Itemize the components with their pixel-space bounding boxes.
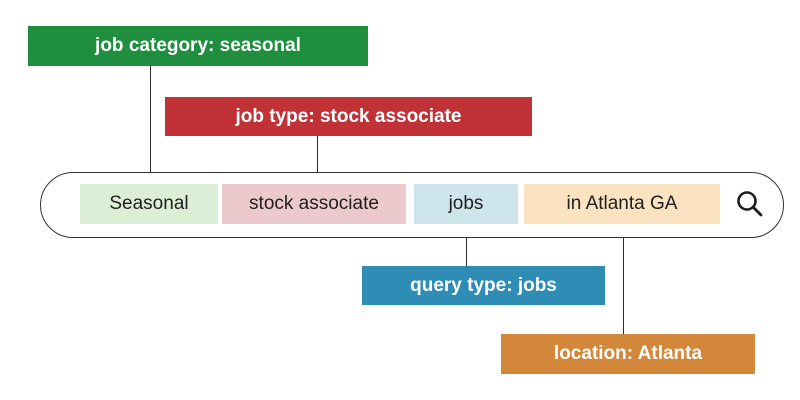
connector-category [150,66,151,184]
tag-query-type: query type: jobs [362,266,605,305]
segment-location: in Atlanta GA [524,184,720,224]
segment-stock-associate-text: stock associate [249,193,379,214]
segment-location-text: in Atlanta GA [566,193,678,214]
segment-seasonal: Seasonal [80,184,218,224]
connector-query [466,223,467,266]
connector-jobtype [317,136,318,184]
segment-stock-associate: stock associate [222,184,406,224]
tag-job-type-text: job type: stock associate [235,105,462,127]
tag-job-category-text: job category: seasonal [95,35,301,56]
segment-jobs: jobs [414,184,518,224]
segment-seasonal-text: Seasonal [109,193,189,214]
tag-location-text: location: Atlanta [553,343,703,364]
tag-job-type: job type: stock associate [165,97,532,136]
tag-location: location: Atlanta [501,334,755,374]
tag-job-category: job category: seasonal [28,26,368,66]
connector-location [623,223,624,334]
tag-query-type-text: query type: jobs [410,274,557,296]
search-icon[interactable] [734,188,766,220]
segment-jobs-text: jobs [448,193,484,214]
